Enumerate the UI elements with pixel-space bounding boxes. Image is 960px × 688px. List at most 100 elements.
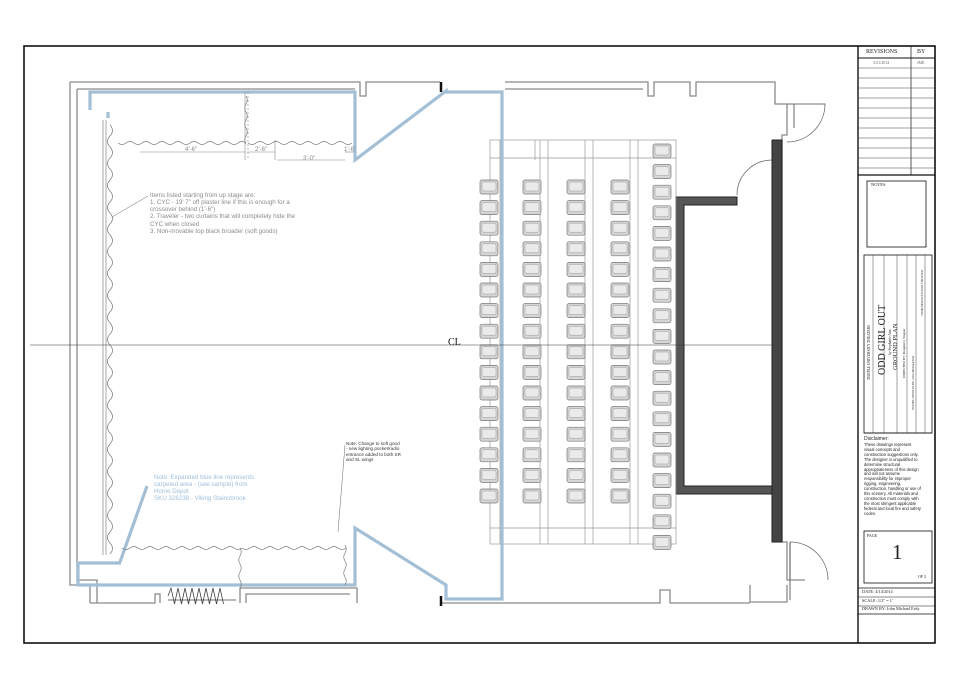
seat-cushion: [612, 284, 628, 295]
seat-cushion: [481, 367, 497, 377]
seat-cushion: [481, 202, 497, 212]
dimension-label-1: 4'-6": [185, 146, 198, 153]
page-number: 1: [892, 540, 903, 564]
sheet-name: GROUND PLAN: [892, 323, 899, 370]
seat-cushion: [568, 325, 584, 336]
seat-cushion: [654, 454, 670, 465]
seat-cushion: [654, 495, 670, 506]
seat-cushion: [481, 408, 497, 418]
director-credit: DIRECTED BY: Dougherty Wagner: [902, 328, 906, 378]
stage-items-note: Items listed starting from up stage are:…: [150, 192, 296, 235]
page-label: PAGE: [867, 533, 878, 538]
revision-date: 3/21/2014: [873, 60, 890, 65]
seat-cushion: [654, 207, 670, 218]
seat-cushion: [568, 470, 584, 480]
seat-cushion: [612, 222, 628, 233]
seat-cushion: [481, 181, 497, 192]
dimension-label-3: 3'-0": [303, 155, 316, 162]
drawing-scale: SCALE: 1/2" = 1': [862, 598, 893, 603]
seat-cushion: [654, 372, 670, 382]
seat-cushion: [568, 202, 584, 212]
seat-cushion: [654, 248, 670, 259]
title-strip-columns: [872, 255, 926, 433]
seat-cushion: [481, 387, 497, 398]
seat-cushion: [524, 202, 540, 212]
seat-cushion: [612, 325, 628, 336]
notes-label: NOTES: [871, 182, 886, 187]
seat-cushion: [654, 392, 670, 403]
seat-cushion: [654, 145, 670, 156]
seat-cushion: [612, 305, 628, 315]
riser-outline: [489, 139, 677, 545]
seat-cushion: [568, 367, 584, 377]
venue-name: TOMLINSON STUDIO THEATER: [920, 269, 924, 316]
seat-cushion: [524, 325, 540, 336]
dimension-label-4: 1'-6": [344, 146, 357, 153]
note-leader-lines: [111, 195, 346, 533]
seat-cushion: [568, 387, 584, 398]
drawing-date: DATE: 4/14/2014: [862, 589, 893, 594]
seat-cushion: [568, 181, 584, 192]
seat-cushion: [612, 387, 628, 398]
seat-cushion: [524, 181, 540, 192]
seat-cushion: [481, 449, 497, 460]
cyc-curtain: [107, 124, 113, 555]
seat-cushion: [654, 475, 670, 485]
seat-cushion: [481, 284, 497, 295]
seat-cushion: [568, 284, 584, 295]
title-block-lines: [858, 46, 935, 615]
seat-cushion: [524, 222, 540, 233]
seat-cushion: [481, 305, 497, 315]
seat-cushion: [654, 186, 670, 197]
disclaimer-title: Disclaimer:: [864, 436, 889, 442]
seat-cushion: [612, 243, 628, 254]
seat-cushion: [654, 228, 670, 238]
theatre-name: TEMPLE UNIVERSITY THEATERS: [867, 324, 871, 380]
seat-cushion: [654, 269, 670, 279]
dimension-lines: [140, 92, 355, 161]
sheet-border: [23, 45, 936, 644]
seat-cushion: [612, 202, 628, 212]
drawn-by: DRAWN BY: John Michael Erdy: [862, 606, 920, 611]
seat-cushion: [568, 490, 584, 501]
seat-cushion: [524, 449, 540, 460]
seat-cushion: [654, 310, 670, 321]
seat-cushion: [481, 490, 497, 501]
seat-cushion: [612, 367, 628, 377]
revision-by: JME: [917, 60, 925, 65]
building-walls: [69, 81, 805, 604]
seat-cushion: [481, 243, 497, 254]
seat-cushion: [524, 387, 540, 398]
seat-cushion: [481, 428, 497, 439]
seat-cushion: [481, 325, 497, 336]
seat-cushion: [524, 367, 540, 377]
stored-flat-zigzag: [167, 586, 236, 605]
seat-cushion: [524, 490, 540, 501]
designer-credit: SCENIC DESIGN BY: John Michael Erdy: [911, 355, 915, 410]
seat-cushion: [524, 428, 540, 439]
seat-cushion: [524, 264, 540, 274]
platform-walls: [675, 139, 783, 543]
seat-cushion: [654, 413, 670, 424]
dimension-label-2: 2'-6": [255, 146, 268, 153]
seat-cushion: [654, 351, 670, 362]
audience-seating: [479, 143, 672, 550]
seat-cushion: [524, 305, 540, 315]
center-line-label: CL: [448, 337, 461, 348]
seat-cushion: [612, 181, 628, 192]
seat-cushion: [612, 428, 628, 439]
side-leg-curtains: [117, 95, 353, 589]
seat-cushion: [654, 434, 670, 444]
seat-cushion: [481, 222, 497, 233]
seat-cushion: [568, 428, 584, 439]
seat-cushion: [568, 346, 584, 357]
disclaimer-text: These drawings represent visual concepts…: [864, 442, 921, 516]
seat-cushion: [612, 490, 628, 501]
seat-cushion: [612, 264, 628, 274]
revisions-header: REVISIONS: [866, 49, 898, 55]
seat-cushion: [524, 284, 540, 295]
seat-cushion: [654, 166, 670, 176]
seat-cushion: [568, 449, 584, 460]
seat-cushion: [568, 264, 584, 274]
